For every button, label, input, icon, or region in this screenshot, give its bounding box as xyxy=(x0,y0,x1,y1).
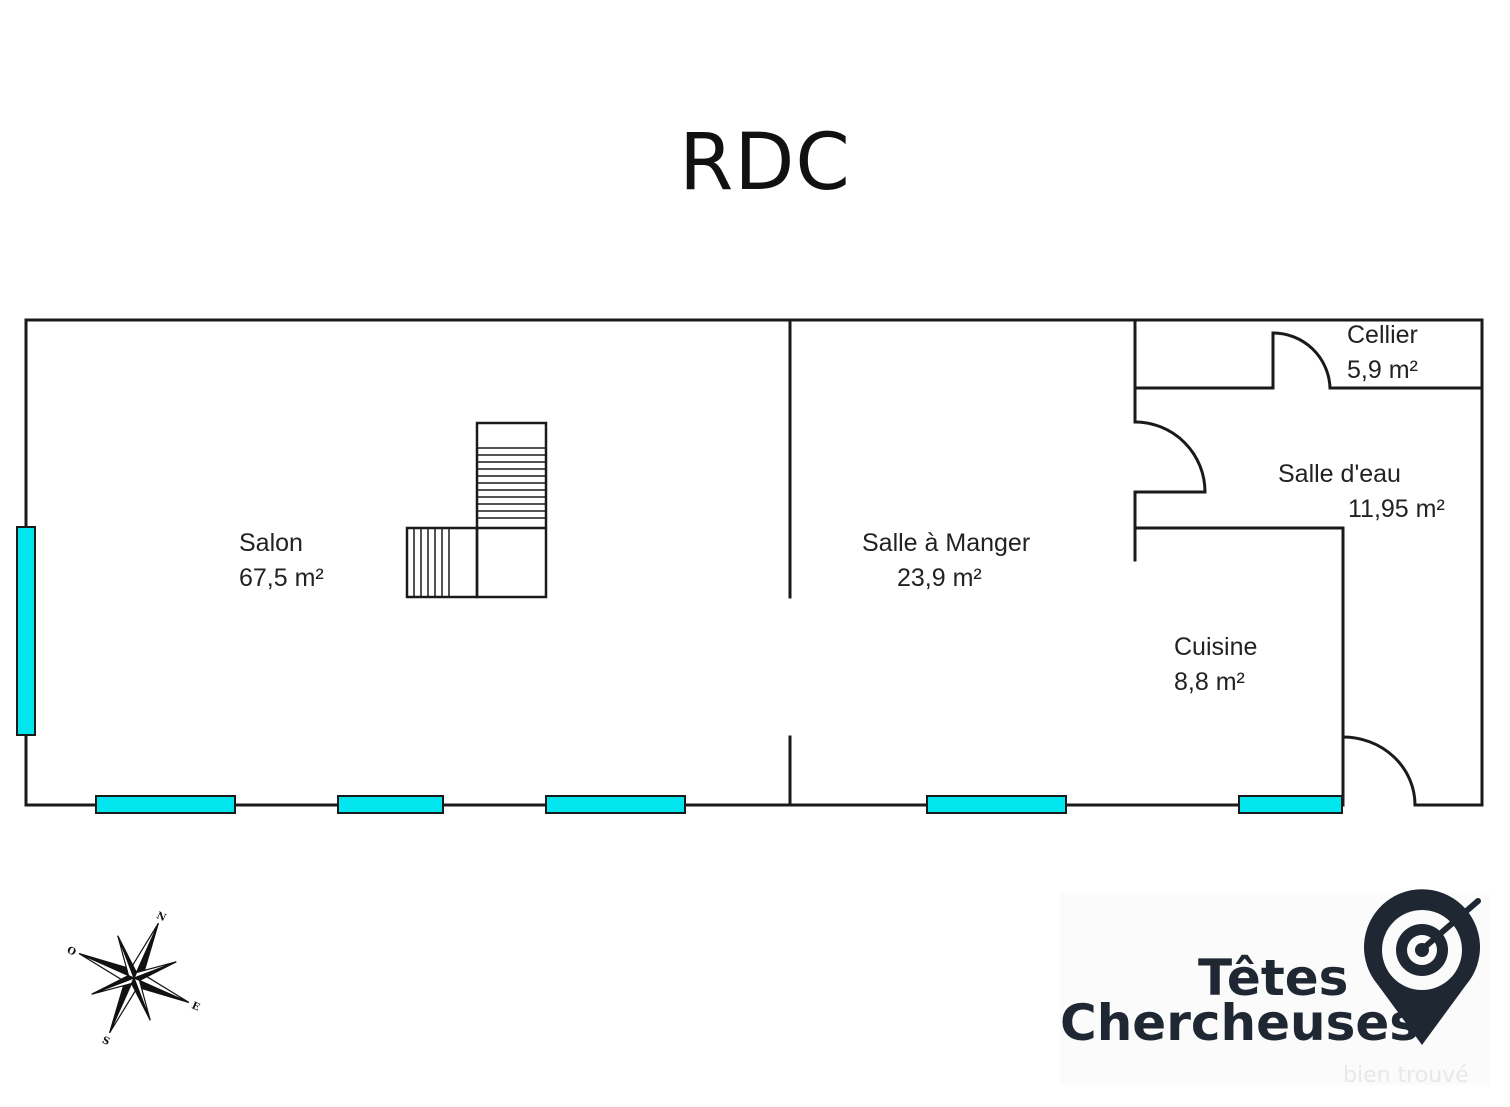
room-labels: Salon 67,5 m² Salle à Manger 23,9 m² Cel… xyxy=(239,321,1445,696)
compass-label-west: O xyxy=(65,945,78,959)
staircase xyxy=(405,421,548,599)
window-south-5 xyxy=(1238,795,1343,814)
doors xyxy=(1134,331,1417,806)
windows xyxy=(16,526,1343,814)
door-swing-cellier xyxy=(1272,331,1332,389)
door-swing-exterior xyxy=(1342,735,1417,806)
compass-label-south: S xyxy=(100,1035,111,1048)
room-name-cuisine: Cuisine xyxy=(1174,633,1257,661)
window-west xyxy=(16,526,36,736)
compass-star xyxy=(78,922,190,1034)
plan-title: RDC xyxy=(679,118,851,208)
room-area-cellier: 5,9 m² xyxy=(1347,356,1418,384)
window-south-2 xyxy=(337,795,444,814)
brand-logo: Têtes Chercheuses bien trouvé xyxy=(1060,889,1490,1088)
room-area-salon: 67,5 m² xyxy=(239,564,324,592)
window-south-4 xyxy=(926,795,1067,814)
stair-upper-flight xyxy=(475,421,548,599)
room-name-salon: Salon xyxy=(239,529,303,557)
door-swing-salle-d-eau xyxy=(1134,420,1207,493)
compass-label-east: E xyxy=(190,1000,202,1013)
room-area-cuisine: 8,8 m² xyxy=(1174,668,1245,696)
logo-line-1: Têtes xyxy=(1198,949,1348,1007)
room-name-cellier: Cellier xyxy=(1347,321,1418,349)
room-area-salle-d-eau: 11,95 m² xyxy=(1348,495,1445,523)
compass-label-north: N xyxy=(155,910,168,924)
walls xyxy=(24,318,1484,807)
room-area-salle-a-manger: 23,9 m² xyxy=(897,564,982,592)
window-south-3 xyxy=(545,795,686,814)
window-south-1 xyxy=(95,795,236,814)
room-name-salle-a-manger: Salle à Manger xyxy=(862,529,1030,557)
logo-line-2: Chercheuses xyxy=(1060,994,1419,1052)
room-name-salle-d-eau: Salle d'eau xyxy=(1278,460,1401,488)
stair-treads xyxy=(413,447,546,597)
logo-pin-icon xyxy=(1364,889,1481,1045)
logo-tagline: bien trouvé xyxy=(1343,1063,1469,1088)
compass-rose: O N E S xyxy=(65,910,202,1048)
